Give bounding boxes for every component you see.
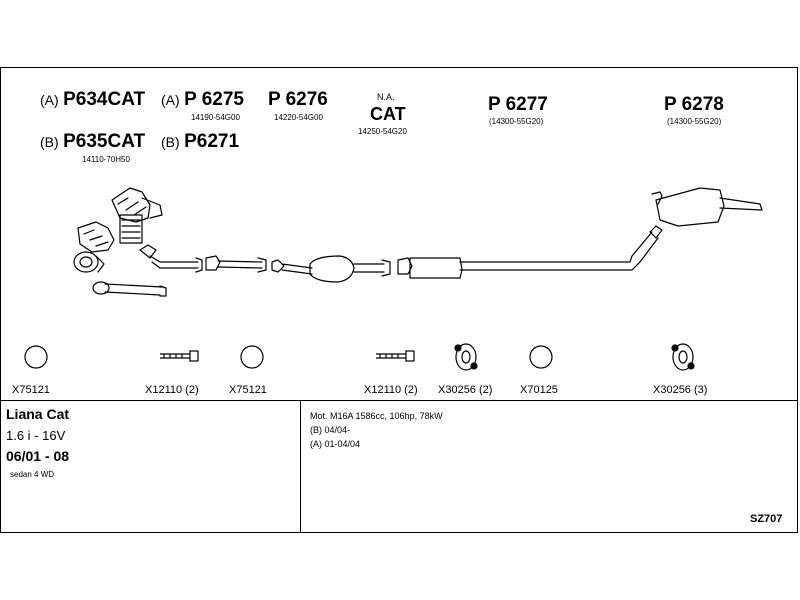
diagram-code: SZ707 (750, 513, 783, 525)
engine-note-3: (A) 01-04/04 (310, 439, 361, 449)
part-label-p6277: P 6277 (488, 94, 548, 116)
part-code: P 6277 (488, 94, 548, 115)
part-oe-number: 14190-54G00 (191, 113, 240, 122)
part-oe-number: 14220-54G00 (274, 113, 323, 122)
part-label-p6275: (A) P 6275 (161, 89, 244, 111)
hardware-label: X75121 (12, 384, 50, 396)
part-label-p634cat: (A) P634CAT (40, 89, 145, 111)
info-divider (0, 400, 798, 401)
part-prefix: (B) (40, 134, 59, 150)
part-oe-number: (14300-55G20) (667, 117, 722, 126)
part-label-p6276: P 6276 (268, 89, 328, 111)
rubber-hanger-icon (454, 343, 478, 371)
rear-silencer (649, 187, 763, 239)
center-silencer (397, 231, 659, 279)
front-pipe (139, 244, 203, 273)
hardware-label: X70125 (520, 384, 558, 396)
bolt-icon (376, 350, 415, 362)
downpipe-a (92, 281, 167, 297)
part-label-p6278: P 6278 (664, 94, 724, 116)
ring-gasket-icon (529, 345, 553, 369)
part-prefix: (A) (161, 92, 180, 108)
cat-note: N.A. (377, 92, 395, 102)
catalytic-converter (271, 255, 391, 283)
vehicle-model: Liana Cat (6, 406, 70, 422)
manifold-a (73, 221, 115, 273)
part-prefix: (A) (40, 92, 59, 108)
part-label-p635cat: (B) P635CAT (40, 131, 145, 153)
part-code: P6271 (184, 131, 240, 152)
part-label-p6271: (B) P6271 (161, 131, 239, 153)
part-oe-number: 14110-70H50 (82, 155, 130, 164)
part-code: P634CAT (63, 89, 146, 110)
hardware-label: X12110 (2) (364, 384, 418, 396)
vehicle-years: 06/01 - 08 (6, 448, 70, 464)
manifold-b (111, 187, 163, 244)
cat-oe-number: 14250-54G20 (358, 127, 407, 136)
hardware-label: X30256 (3) (653, 384, 708, 396)
part-code: P 6278 (664, 94, 724, 115)
vehicle-engine: 1.6 i - 16V (6, 428, 66, 443)
intermediate-pipe (205, 255, 267, 273)
ring-gasket-icon (24, 345, 48, 369)
bolt-icon (160, 350, 199, 362)
vehicle-body: sedan 4 WD (10, 470, 55, 479)
ring-gasket-icon (240, 345, 264, 369)
cat-label: CAT (370, 104, 406, 124)
diagram-frame (0, 67, 798, 533)
part-code: P 6275 (184, 89, 245, 110)
hardware-label: X12110 (2) (145, 384, 199, 396)
hardware-label: X30256 (2) (438, 384, 493, 396)
rubber-hanger-icon (671, 343, 695, 371)
part-code: P635CAT (63, 131, 146, 152)
hardware-label: X75121 (229, 384, 267, 396)
part-prefix: (B) (161, 134, 180, 150)
engine-note-2: (B) 04/04- (310, 425, 351, 435)
part-oe-number: (14300-55G20) (489, 117, 544, 126)
info-column-divider (300, 400, 301, 533)
engine-note-1: Mot. M16A 1586cc, 106hp, 78kW (310, 411, 443, 421)
part-code: P 6276 (268, 89, 328, 110)
